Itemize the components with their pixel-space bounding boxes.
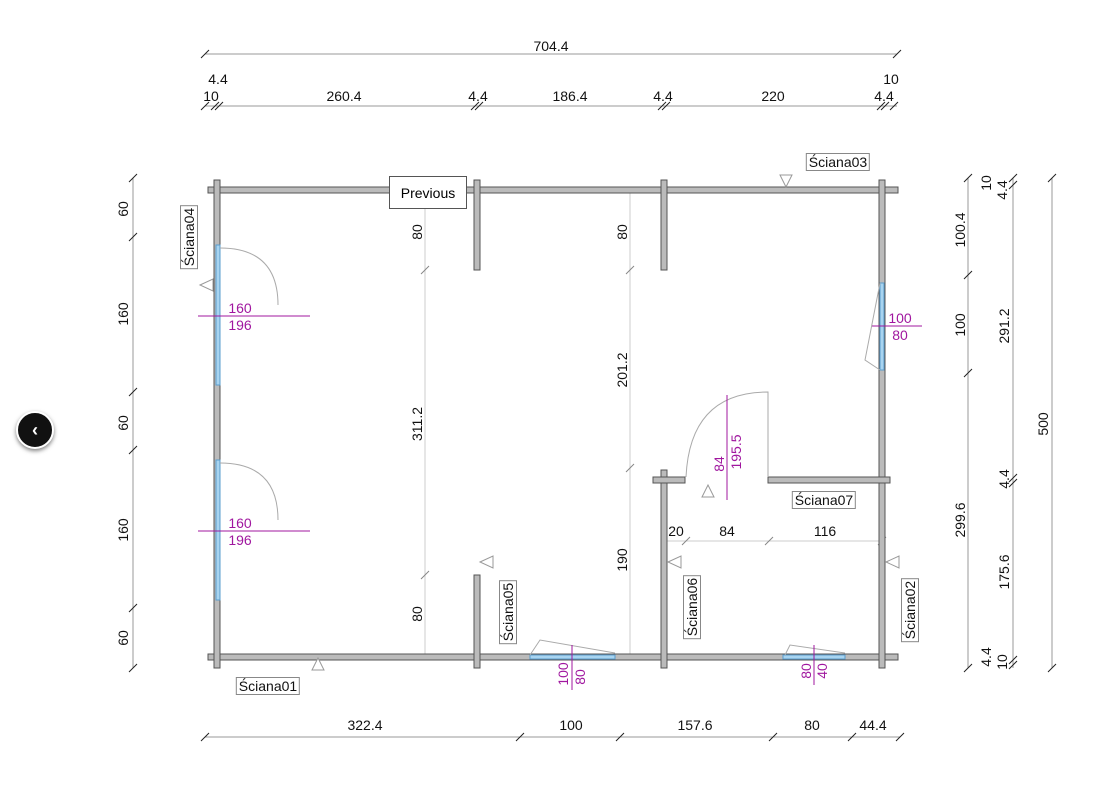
- dim-top: 186.4: [552, 88, 588, 104]
- dim-bottom: 80: [804, 717, 820, 733]
- dim-top: 10: [883, 71, 899, 87]
- dim-left: 60: [115, 415, 131, 431]
- dim-top: 4.4: [208, 71, 228, 87]
- dim-left: 60: [115, 630, 131, 646]
- dim-interior: 311.2: [409, 407, 425, 441]
- wall-label[interactable]: Ściana01: [235, 677, 301, 695]
- dim-right-mid: 175.6: [996, 554, 1012, 590]
- dim-top: 10: [203, 88, 219, 104]
- chevron-left-icon: ‹: [32, 419, 38, 440]
- dim-right: 4.4: [994, 180, 1010, 200]
- dim-right-mid: 4.4: [996, 469, 1012, 489]
- dim-left: 160: [115, 302, 131, 326]
- window-width: 160: [228, 515, 252, 531]
- dimension-lines: [132, 53, 1053, 738]
- dim-top: 4.4: [468, 88, 488, 104]
- wall-markers: [198, 174, 900, 671]
- dimension-ticks: [128, 49, 1057, 742]
- door-swings: [219, 247, 881, 656]
- dim-right: 10: [978, 175, 994, 191]
- window-height: 196: [228, 317, 252, 333]
- dim-right: 100.4: [952, 212, 968, 248]
- door-height: 195.5: [728, 434, 744, 470]
- dim-bottom: 100: [559, 717, 583, 733]
- dim-right-total: 500: [1035, 412, 1051, 436]
- wall-label[interactable]: Ściana05: [499, 579, 517, 645]
- wall-label[interactable]: Ściana06: [683, 574, 701, 640]
- window-width: 100: [888, 310, 912, 326]
- opening-markers: [198, 315, 922, 690]
- dim-interior: 84: [719, 523, 735, 539]
- wall-label[interactable]: Ściana04: [180, 204, 198, 270]
- dim-interior: 80: [614, 224, 630, 240]
- dim-right: 299.6: [952, 502, 968, 538]
- dim-interior: 190: [614, 548, 630, 572]
- window-height: 40: [814, 663, 830, 679]
- wall-label[interactable]: Ściana07: [791, 491, 857, 509]
- dim-interior: 201.2: [614, 352, 630, 388]
- dim-interior: 80: [409, 606, 425, 622]
- back-button[interactable]: ‹: [16, 411, 54, 449]
- window-width: 80: [798, 663, 814, 679]
- windows: [215, 244, 885, 660]
- dim-bottom: 322.4: [347, 717, 383, 733]
- dim-top: 220: [761, 88, 785, 104]
- dim-interior: 116: [813, 523, 837, 539]
- door-width: 84: [711, 456, 727, 472]
- wall-label[interactable]: Ściana03: [805, 153, 871, 171]
- dim-top: 260.4: [326, 88, 362, 104]
- dim-top-total: 704.4: [533, 38, 569, 54]
- wall-label[interactable]: Ściana02: [901, 577, 919, 643]
- dim-left: 60: [115, 201, 131, 217]
- previous-button[interactable]: Previous: [389, 176, 467, 209]
- dim-interior: 20: [668, 523, 684, 539]
- window-height: 80: [892, 327, 908, 343]
- window-width: 160: [228, 300, 252, 316]
- dim-right: 100: [952, 313, 968, 337]
- dim-top: 4.4: [653, 88, 673, 104]
- dim-right: 10: [994, 654, 1010, 670]
- door-height: 80: [572, 669, 588, 685]
- dim-bottom: 157.6: [677, 717, 713, 733]
- dim-left: 160: [115, 518, 131, 542]
- dim-bottom: 44.4: [859, 717, 887, 733]
- dim-right: 4.4: [978, 647, 994, 667]
- door-width: 100: [555, 662, 571, 686]
- walls: [207, 179, 899, 669]
- dim-top: 4.4: [874, 88, 894, 104]
- dim-right-mid: 291.2: [996, 308, 1012, 344]
- window-height: 196: [228, 532, 252, 548]
- dim-interior: 80: [409, 224, 425, 240]
